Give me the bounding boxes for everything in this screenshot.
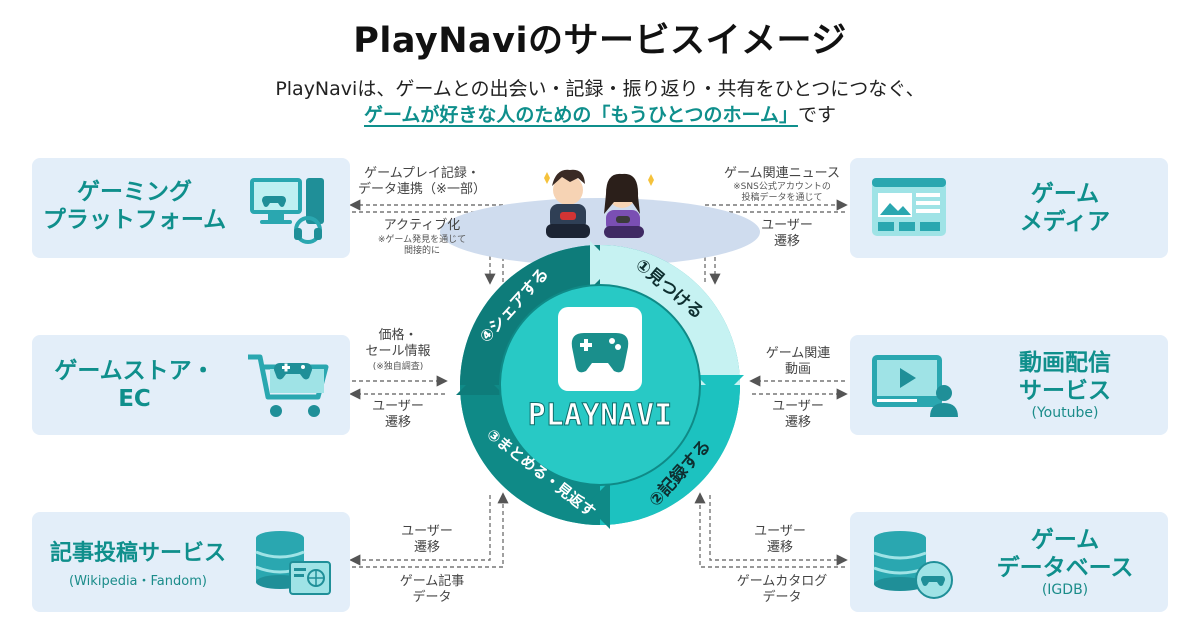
card-gaming-platform-line2: プラットフォーム bbox=[42, 207, 227, 233]
flow-media-in-note: ※SNS公式アカウントの 投稿データを通じて bbox=[733, 182, 831, 203]
ring-segment-share bbox=[460, 245, 600, 385]
card-gaming-platform: ゲーミング プラットフォーム bbox=[32, 158, 350, 258]
card-video-service-line2: サービス bbox=[1019, 378, 1111, 404]
card-game-media-line1: ゲーム bbox=[1030, 181, 1100, 207]
card-article-service: 記事投稿サービス (Wikipedia・Fandom) bbox=[32, 512, 350, 612]
card-article-service-line1: 記事投稿サービス bbox=[49, 541, 226, 566]
card-game-store-line1: ゲームストア・ bbox=[54, 358, 215, 384]
card-gaming-platform-line1: ゲーミング bbox=[77, 179, 192, 205]
flow-platform-in-label: アクティブ化 bbox=[383, 218, 461, 233]
database-book-icon bbox=[255, 531, 331, 595]
flow-store-in-note: (※独自調査) bbox=[372, 362, 424, 372]
subtitle-line-1: PlayNaviは、ゲームとの出会い・記録・振り返り・共有をひとつにつなぐ、 bbox=[275, 78, 925, 100]
players-illustration-icon bbox=[544, 169, 654, 238]
card-video-service: 動画配信 サービス (Youtube) bbox=[850, 335, 1168, 435]
flow-store-out-label: ユーザー 遷移 bbox=[372, 399, 424, 430]
ring-segment-summary bbox=[460, 385, 600, 525]
web-article-icon bbox=[872, 178, 946, 236]
arrow-to-media bbox=[704, 199, 848, 282]
card-game-media-line2: メディア bbox=[1019, 209, 1111, 235]
flow-article-out-label: ユーザー 遷移 bbox=[401, 524, 453, 555]
card-article-service-note: (Wikipedia・Fandom) bbox=[69, 574, 207, 589]
card-video-service-line1: 動画配信 bbox=[1019, 350, 1111, 376]
gamepad-icon bbox=[571, 333, 629, 373]
subtitle-emphasis: ゲームが好きな人のための「もうひとつのホーム」 bbox=[364, 104, 798, 126]
hero-ellipse bbox=[440, 198, 760, 266]
arrow-to-article bbox=[349, 495, 491, 566]
arrow-from-article bbox=[352, 492, 509, 568]
flow-media-in-label: ゲーム関連ニュース bbox=[724, 166, 840, 181]
flow-video-in-label: ゲーム関連 動画 bbox=[765, 346, 831, 377]
flow-db-in-label: ゲームカタログ データ bbox=[736, 574, 828, 605]
flow-db-out-label: ユーザー 遷移 bbox=[754, 524, 806, 555]
video-player-user-icon bbox=[872, 355, 958, 417]
card-game-media: ゲーム メディア bbox=[850, 158, 1168, 258]
flow-platform-in-note: ※ゲーム発見を通じて 間接的に bbox=[377, 235, 467, 256]
arrow-from-db bbox=[694, 492, 845, 568]
playnavi-logo: PLAYNAVI bbox=[528, 398, 673, 433]
database-gamepad-icon bbox=[873, 531, 953, 599]
flow-article-in-label: ゲーム記事 データ bbox=[399, 574, 465, 605]
card-game-database: ゲーム データベース (IGDB) bbox=[850, 512, 1168, 612]
card-game-database-note: (IGDB) bbox=[1041, 582, 1089, 598]
card-game-store-line2: EC bbox=[118, 386, 151, 412]
flow-video-out-label: ユーザー 遷移 bbox=[772, 399, 824, 430]
card-game-database-line1: ゲーム bbox=[1030, 527, 1100, 553]
playnavi-cycle: PLAYNAVI ①見つける ②記録する ③まとめる・見返す ④シェアする bbox=[440, 169, 760, 529]
card-game-database-line2: データベース bbox=[996, 555, 1134, 581]
arrow-to-db bbox=[709, 495, 848, 566]
page-title: PlayNaviのサービスイメージ bbox=[353, 21, 847, 61]
pc-console-icon bbox=[250, 178, 324, 244]
flow-platform-out-label: ゲームプレイ記録・ データ連携（※一部） bbox=[358, 166, 486, 197]
shopping-cart-gamepad-icon bbox=[248, 354, 329, 417]
arrow-from-platform bbox=[352, 211, 496, 285]
flow-media-out-label: ユーザー 遷移 bbox=[761, 218, 813, 249]
ring-segment-record bbox=[600, 385, 740, 525]
card-video-service-note: (Youtube) bbox=[1031, 405, 1099, 421]
card-game-store: ゲームストア・ EC bbox=[32, 335, 350, 435]
flow-store-in-label: 価格・ セール情報 bbox=[365, 328, 431, 359]
subtitle-line-2: ゲームが好きな人のための「もうひとつのホーム」です bbox=[0, 100, 1200, 127]
subtitle-tail: です bbox=[797, 104, 836, 126]
ring-segment-discover bbox=[600, 245, 740, 385]
